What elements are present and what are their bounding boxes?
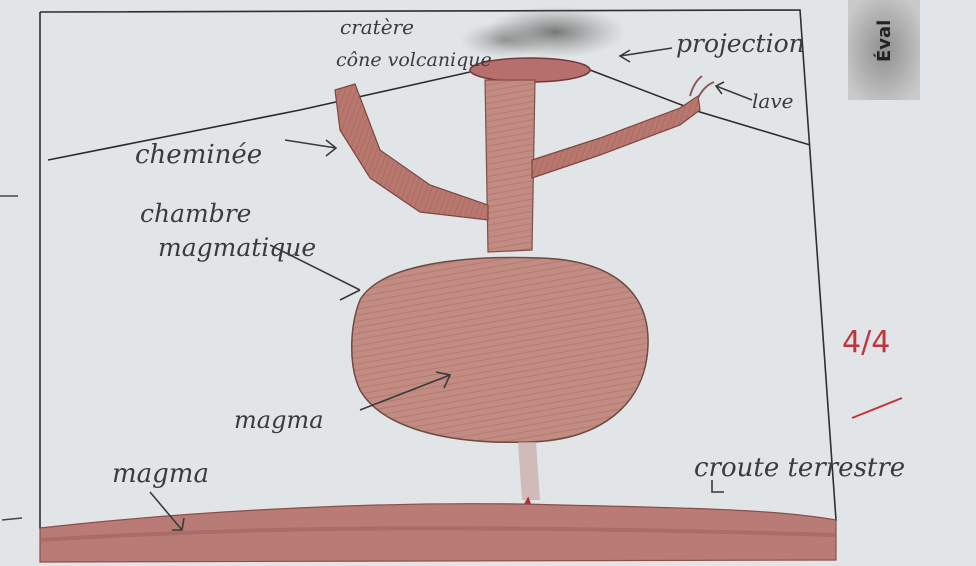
label-magma-bas: magma [112, 459, 209, 489]
label-croute: croute terrestre [694, 453, 905, 483]
label-projection: projection [676, 29, 805, 58]
label-cone: cône volcanique [336, 49, 492, 71]
magma-chamber [352, 257, 648, 442]
label-magma-chambre: magma [234, 406, 324, 434]
grade-text: 4/4 [842, 325, 890, 360]
label-lave: lave [752, 89, 793, 113]
label-cheminee: cheminée [135, 140, 262, 170]
label-cratere: cratère [340, 15, 414, 39]
label-chambre-line1: chambre [140, 199, 251, 228]
main-conduit [485, 80, 535, 252]
side-tab-label: Éval [873, 20, 895, 62]
label-chambre-line2: magmatique [158, 233, 316, 262]
